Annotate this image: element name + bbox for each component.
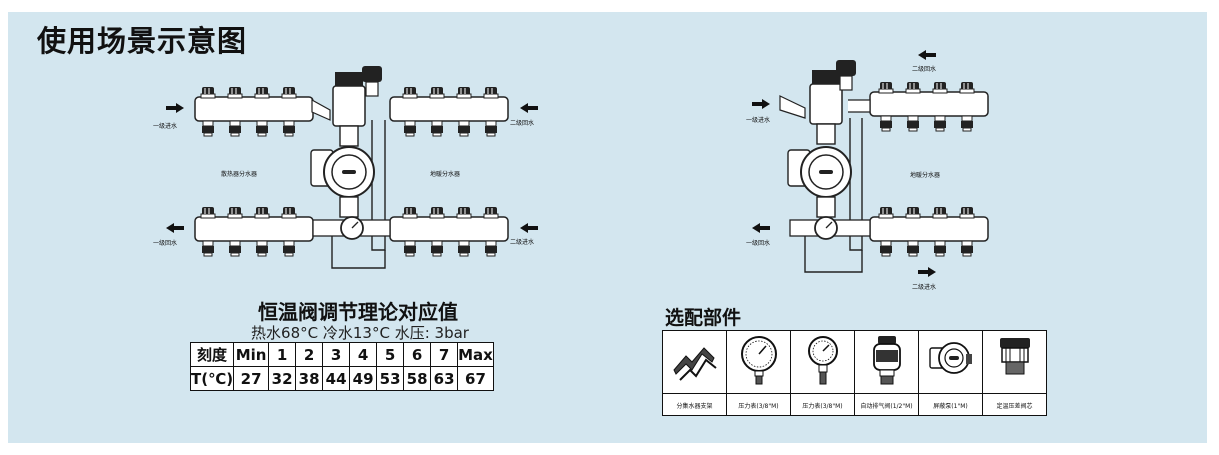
label-floor-manifold-right: 地暖分水器 bbox=[910, 172, 941, 179]
right-manifold-assembly bbox=[752, 50, 989, 277]
table-row-temperature: T(℃) 27 32 38 44 49 53 58 63 67 bbox=[189, 366, 494, 391]
scale-cell: 1 bbox=[268, 342, 297, 367]
part-bracket: 分集水器支架 bbox=[663, 331, 727, 415]
label-secondary-inlet: 二级进水 bbox=[510, 239, 535, 246]
part-pressure-gauge-vertical: 压力表(3/8"M) bbox=[791, 331, 855, 415]
canned-pump-icon bbox=[929, 342, 972, 374]
temperature-table: 刻度 Min 1 2 3 4 5 6 7 Max T(℃) 27 32 38 4… bbox=[189, 342, 494, 391]
label-secondary-return-right: 二级回水 bbox=[912, 66, 937, 73]
table-title: 恒温阀调节理论对应值 bbox=[258, 300, 458, 324]
scale-cell: Max bbox=[457, 342, 494, 367]
part-label: 定温压差阀芯 bbox=[996, 403, 1033, 410]
label-primary-inlet: 一级进水 bbox=[153, 123, 178, 130]
page-title: 使用场景示意图 bbox=[37, 24, 248, 58]
scale-cell: 2 bbox=[295, 342, 324, 367]
label-radiator-manifold: 散热器分水器 bbox=[221, 171, 258, 178]
scale-cell: 3 bbox=[322, 342, 351, 367]
scale-cell: Min bbox=[233, 342, 270, 367]
scale-cell: 5 bbox=[376, 342, 405, 367]
temp-cell: 49 bbox=[349, 366, 378, 391]
parts-title: 选配部件 bbox=[665, 307, 742, 329]
temp-cell: 27 bbox=[233, 366, 270, 391]
scale-cell: 4 bbox=[349, 342, 378, 367]
valve-core-icon bbox=[1000, 338, 1030, 375]
label-secondary-return: 二级回水 bbox=[510, 120, 535, 127]
parts-grid: 分集水器支架 压力表(3/8"M) 压力表(3/8"M) bbox=[662, 330, 1047, 416]
temp-cell: 53 bbox=[376, 366, 405, 391]
part-label: 自动排气阀(1/2"M) bbox=[860, 403, 913, 410]
pressure-gauge-vertical-icon bbox=[808, 336, 838, 385]
part-label: 压力表(3/8"M) bbox=[802, 403, 843, 410]
left-manifold-assembly bbox=[166, 66, 538, 269]
scale-cell: 7 bbox=[430, 342, 459, 367]
temp-cell: 44 bbox=[322, 366, 351, 391]
label-primary-inlet-right: 一级进水 bbox=[746, 117, 771, 124]
scale-cell: 6 bbox=[403, 342, 432, 367]
temp-cell: 38 bbox=[295, 366, 324, 391]
part-label: 屏蔽泵(1"M) bbox=[933, 403, 968, 410]
air-vent-valve-icon bbox=[873, 336, 901, 385]
part-label: 压力表(3/8"M) bbox=[738, 403, 779, 410]
table-row-scale: 刻度 Min 1 2 3 4 5 6 7 Max bbox=[189, 342, 494, 367]
temp-cell: 58 bbox=[403, 366, 432, 391]
part-air-vent-valve: 自动排气阀(1/2"M) bbox=[855, 331, 919, 415]
label-primary-return: 一级回水 bbox=[153, 240, 178, 247]
temp-cell: 63 bbox=[430, 366, 459, 391]
row-label-temperature: T(℃) bbox=[189, 366, 235, 391]
pressure-gauge-icon bbox=[741, 336, 777, 385]
part-canned-pump: 屏蔽泵(1"M) bbox=[919, 331, 983, 415]
label-floor-manifold: 地暖分水器 bbox=[430, 171, 461, 178]
bracket-icon bbox=[673, 347, 717, 381]
part-valve-core: 定温压差阀芯 bbox=[983, 331, 1046, 415]
part-label: 分集水器支架 bbox=[676, 403, 713, 410]
label-primary-return-right: 一级回水 bbox=[746, 240, 771, 247]
table-subtitle: 热水68°C 冷水13°C 水压: 3bar bbox=[251, 324, 469, 342]
temp-cell: 32 bbox=[268, 366, 297, 391]
part-pressure-gauge: 压力表(3/8"M) bbox=[727, 331, 791, 415]
label-secondary-inlet-right: 二级进水 bbox=[912, 284, 937, 291]
row-label-scale: 刻度 bbox=[189, 342, 235, 367]
temp-cell: 67 bbox=[457, 366, 494, 391]
